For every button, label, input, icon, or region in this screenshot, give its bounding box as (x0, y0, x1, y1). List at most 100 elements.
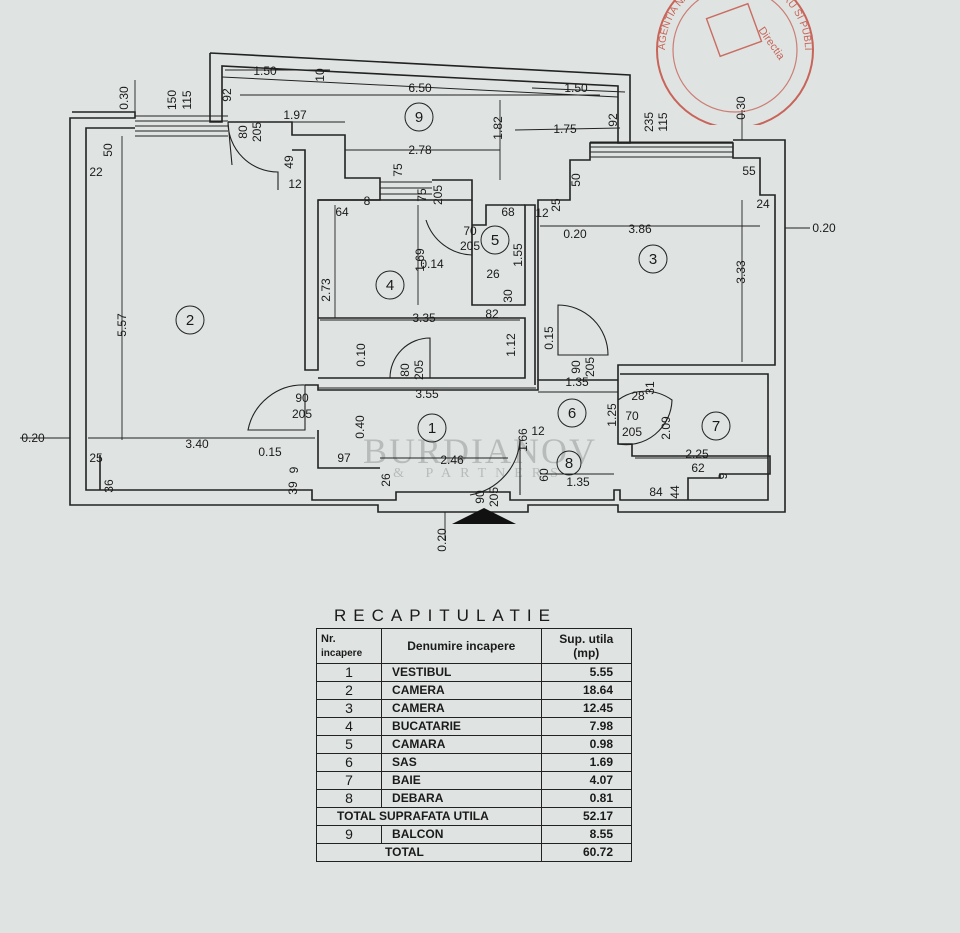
cell-area: 18.64 (540, 681, 633, 700)
wall-hall (305, 379, 618, 391)
dimension-label: 2.09 (659, 416, 673, 440)
dimension-label: 70 (463, 224, 477, 238)
cell-nr: 3 (315, 699, 383, 718)
dimension-label: 150 (165, 90, 179, 110)
dimension-label: 115 (180, 90, 194, 109)
cell-nr: 5 (315, 735, 383, 754)
dimension-label: 0.15 (258, 445, 282, 459)
dimension-lines (20, 69, 810, 540)
cell-area: 8.55 (540, 825, 633, 844)
door-bath (617, 390, 673, 446)
outer-wall (69, 111, 786, 513)
wall-bath (617, 374, 771, 500)
dimension-label: 1.55 (511, 243, 525, 267)
cell-name: BALCON (381, 825, 542, 844)
dimension-label: 9 (716, 472, 730, 479)
dimension-label: 6.50 (408, 81, 432, 95)
dimension-label: 115 (656, 112, 670, 131)
dimension-label: 24 (756, 197, 770, 211)
svg-text:AGENTIA NATIONALA DE CADASTRU: AGENTIA NATIONALA DE CADASTRU SI PUBLICI… (640, 0, 813, 51)
dimension-label: 1.35 (565, 375, 589, 389)
header-name: Denumire incapere (381, 628, 542, 664)
dimension-label: 1.97 (283, 108, 307, 122)
dimension-label: 75 (415, 188, 429, 202)
dimension-label: 97 (337, 451, 351, 465)
header-nr: Nr.incapere (315, 628, 383, 664)
cell-area: 7.98 (540, 717, 633, 736)
room-number-circles (175, 102, 731, 476)
dimension-label: 1.82 (491, 116, 505, 140)
window-room3 (590, 141, 733, 158)
dimension-label: 70 (625, 409, 639, 423)
header-area: Sup. utila(mp) (540, 628, 633, 664)
room-number-2: 2 (186, 312, 194, 329)
table-header-row: Nr.incapere Denumire incapere Sup. utila… (315, 628, 633, 664)
dimension-label: 12 (535, 206, 549, 220)
cell-total-label: TOTAL (316, 843, 542, 862)
cell-nr: 4 (315, 717, 383, 736)
balcony-rail (221, 76, 619, 98)
dimension-label: 205 (622, 425, 642, 439)
door-room2 (247, 384, 306, 431)
cell-nr: 9 (315, 825, 383, 844)
room-number-7: 7 (712, 418, 720, 435)
dimension-label: 26 (379, 473, 393, 487)
dimension-label: 82 (485, 307, 499, 321)
room-number-6: 6 (568, 405, 576, 422)
dimension-label: 62 (691, 461, 705, 475)
cell-name: DEBARA (381, 789, 542, 808)
dimension-label: 1.69 (413, 248, 427, 272)
wall-room2-right (228, 121, 381, 371)
dimension-label: 3.35 (412, 311, 436, 325)
cell-area: 0.81 (540, 789, 633, 808)
wall-pantry (471, 200, 536, 385)
dimension-label: 0.20 (21, 431, 45, 445)
dimension-label: 0.20 (563, 227, 587, 241)
cell-nr: 7 (315, 771, 383, 790)
cell-nr: 2 (315, 681, 383, 700)
window-room2 (135, 115, 228, 137)
room-number-9: 9 (415, 109, 423, 126)
cell-name: BUCATARIE (381, 717, 542, 736)
dimension-label: 0.15 (542, 326, 556, 350)
dimension-label: 80 (236, 125, 250, 139)
dimension-label: 31 (643, 381, 657, 395)
door-pantry (425, 219, 473, 256)
wall-hall-bottom (317, 430, 380, 469)
dimension-label: 1.50 (253, 64, 277, 78)
dimension-label: 5.57 (115, 313, 129, 337)
dimension-label: 1.25 (605, 403, 619, 427)
summary-table: Nr.incapere Denumire incapere Sup. utila… (315, 628, 633, 862)
dimension-label: 26 (486, 267, 500, 281)
dimension-label: 84 (649, 485, 663, 499)
dimension-label: 205 (292, 407, 312, 421)
official-stamp: AGENTIA NATIONALA DE CADASTRU SI PUBLICI… (640, 0, 814, 125)
dimension-label: 50 (101, 143, 115, 157)
room-number-4: 4 (386, 277, 394, 294)
dimension-label: 3.33 (734, 260, 748, 284)
outer-wall-inner (85, 127, 769, 501)
dimension-label: 12 (288, 177, 302, 191)
dimension-label: 1.12 (504, 333, 518, 357)
room-number-8: 8 (565, 455, 573, 472)
dimension-label: 25 (549, 198, 563, 212)
dimension-label: 92 (606, 113, 620, 127)
dimension-label: 50 (569, 173, 583, 187)
dimension-label: 0.30 (117, 86, 131, 110)
cell-nr: 1 (315, 663, 383, 682)
room-number-1: 1 (428, 420, 436, 437)
room-number-3: 3 (649, 251, 657, 268)
dimension-label: 49 (282, 155, 296, 169)
dimension-label: 68 (501, 205, 515, 219)
door-kitchen (389, 337, 431, 379)
cell-area: 0.98 (540, 735, 633, 754)
